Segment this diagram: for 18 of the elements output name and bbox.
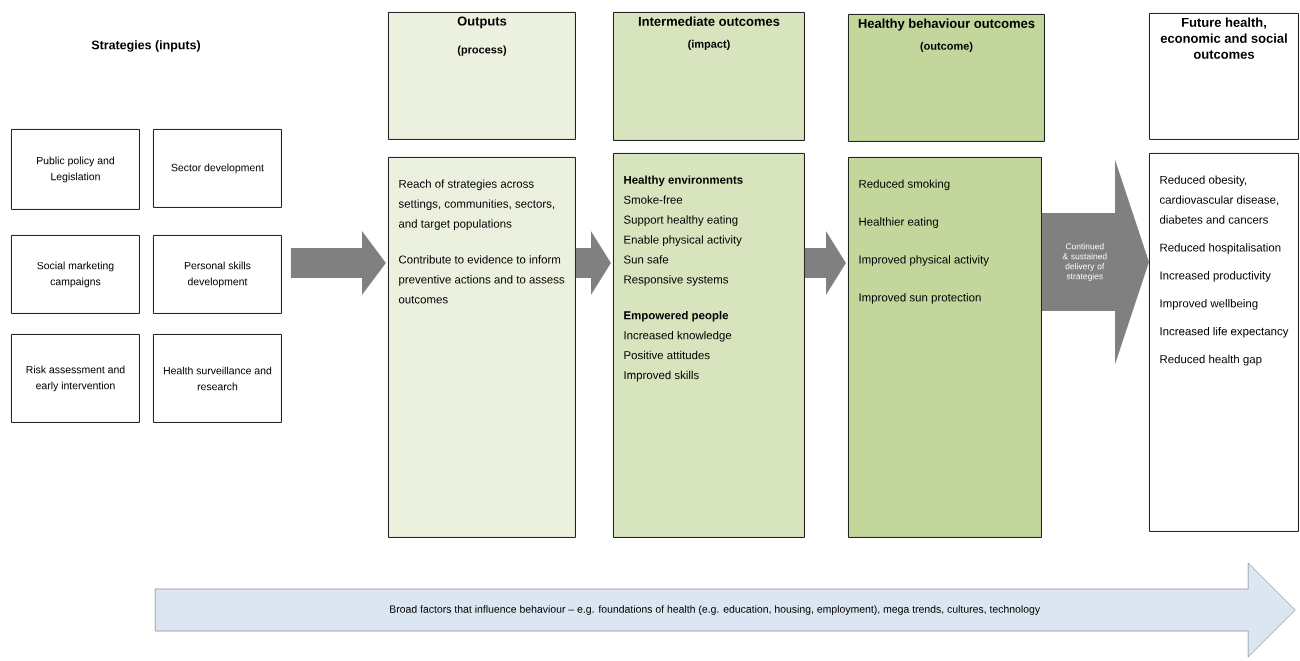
column-header-box: Healthy behaviour outcomes (outcome) bbox=[848, 14, 1045, 142]
strategy-box: Personal skills development bbox=[153, 235, 282, 314]
block-arrow bbox=[1041, 159, 1149, 365]
column-body-box: Reach of strategies across settings, communities, sectors, and target populations Contribute to evidence to inform preventive actions and to assess outcomes bbox=[388, 157, 576, 538]
column-header-box: Future health, economic and social outcomes bbox=[1149, 13, 1299, 140]
section-heading: Strategies (inputs) bbox=[91, 40, 201, 52]
column-header-box: Outputs (process) bbox=[388, 12, 576, 140]
strategy-box: Risk assessment and early intervention bbox=[11, 334, 140, 423]
column-header-box: Intermediate outcomes (impact) bbox=[613, 12, 805, 141]
strategy-box: Sector development bbox=[153, 129, 282, 208]
edge-label: Continued & sustained delivery of strategies bbox=[1062, 243, 1107, 281]
strategy-box: Public policy and Legislation bbox=[11, 129, 140, 210]
column-body-box: Healthy environments Smoke-free Support healthy eating Enable physical activity Sun safe Responsive systems Empowered people Increased knowledge Positive attitudes Improved skills bbox=[613, 153, 805, 538]
strategy-box: Health surveillance and research bbox=[153, 334, 282, 423]
column-body-box: Reduced smoking Healthier eating Improved physical activity Improved sun protection bbox=[848, 157, 1042, 538]
wide-arrow-band: Broad factors that influence behaviour – e.g. foundations of health (e.g. education, housing, employment), mega trends, cultures, technology bbox=[155, 562, 1296, 658]
column-body-box: Reduced obesity, cardiovascular disease, diabetes and cancers Reduced hospitalisation Increased productivity Improved wellbeing Increased life expectancy Reduced health gap bbox=[1149, 153, 1299, 532]
strategy-box: Social marketing campaigns bbox=[11, 235, 140, 314]
